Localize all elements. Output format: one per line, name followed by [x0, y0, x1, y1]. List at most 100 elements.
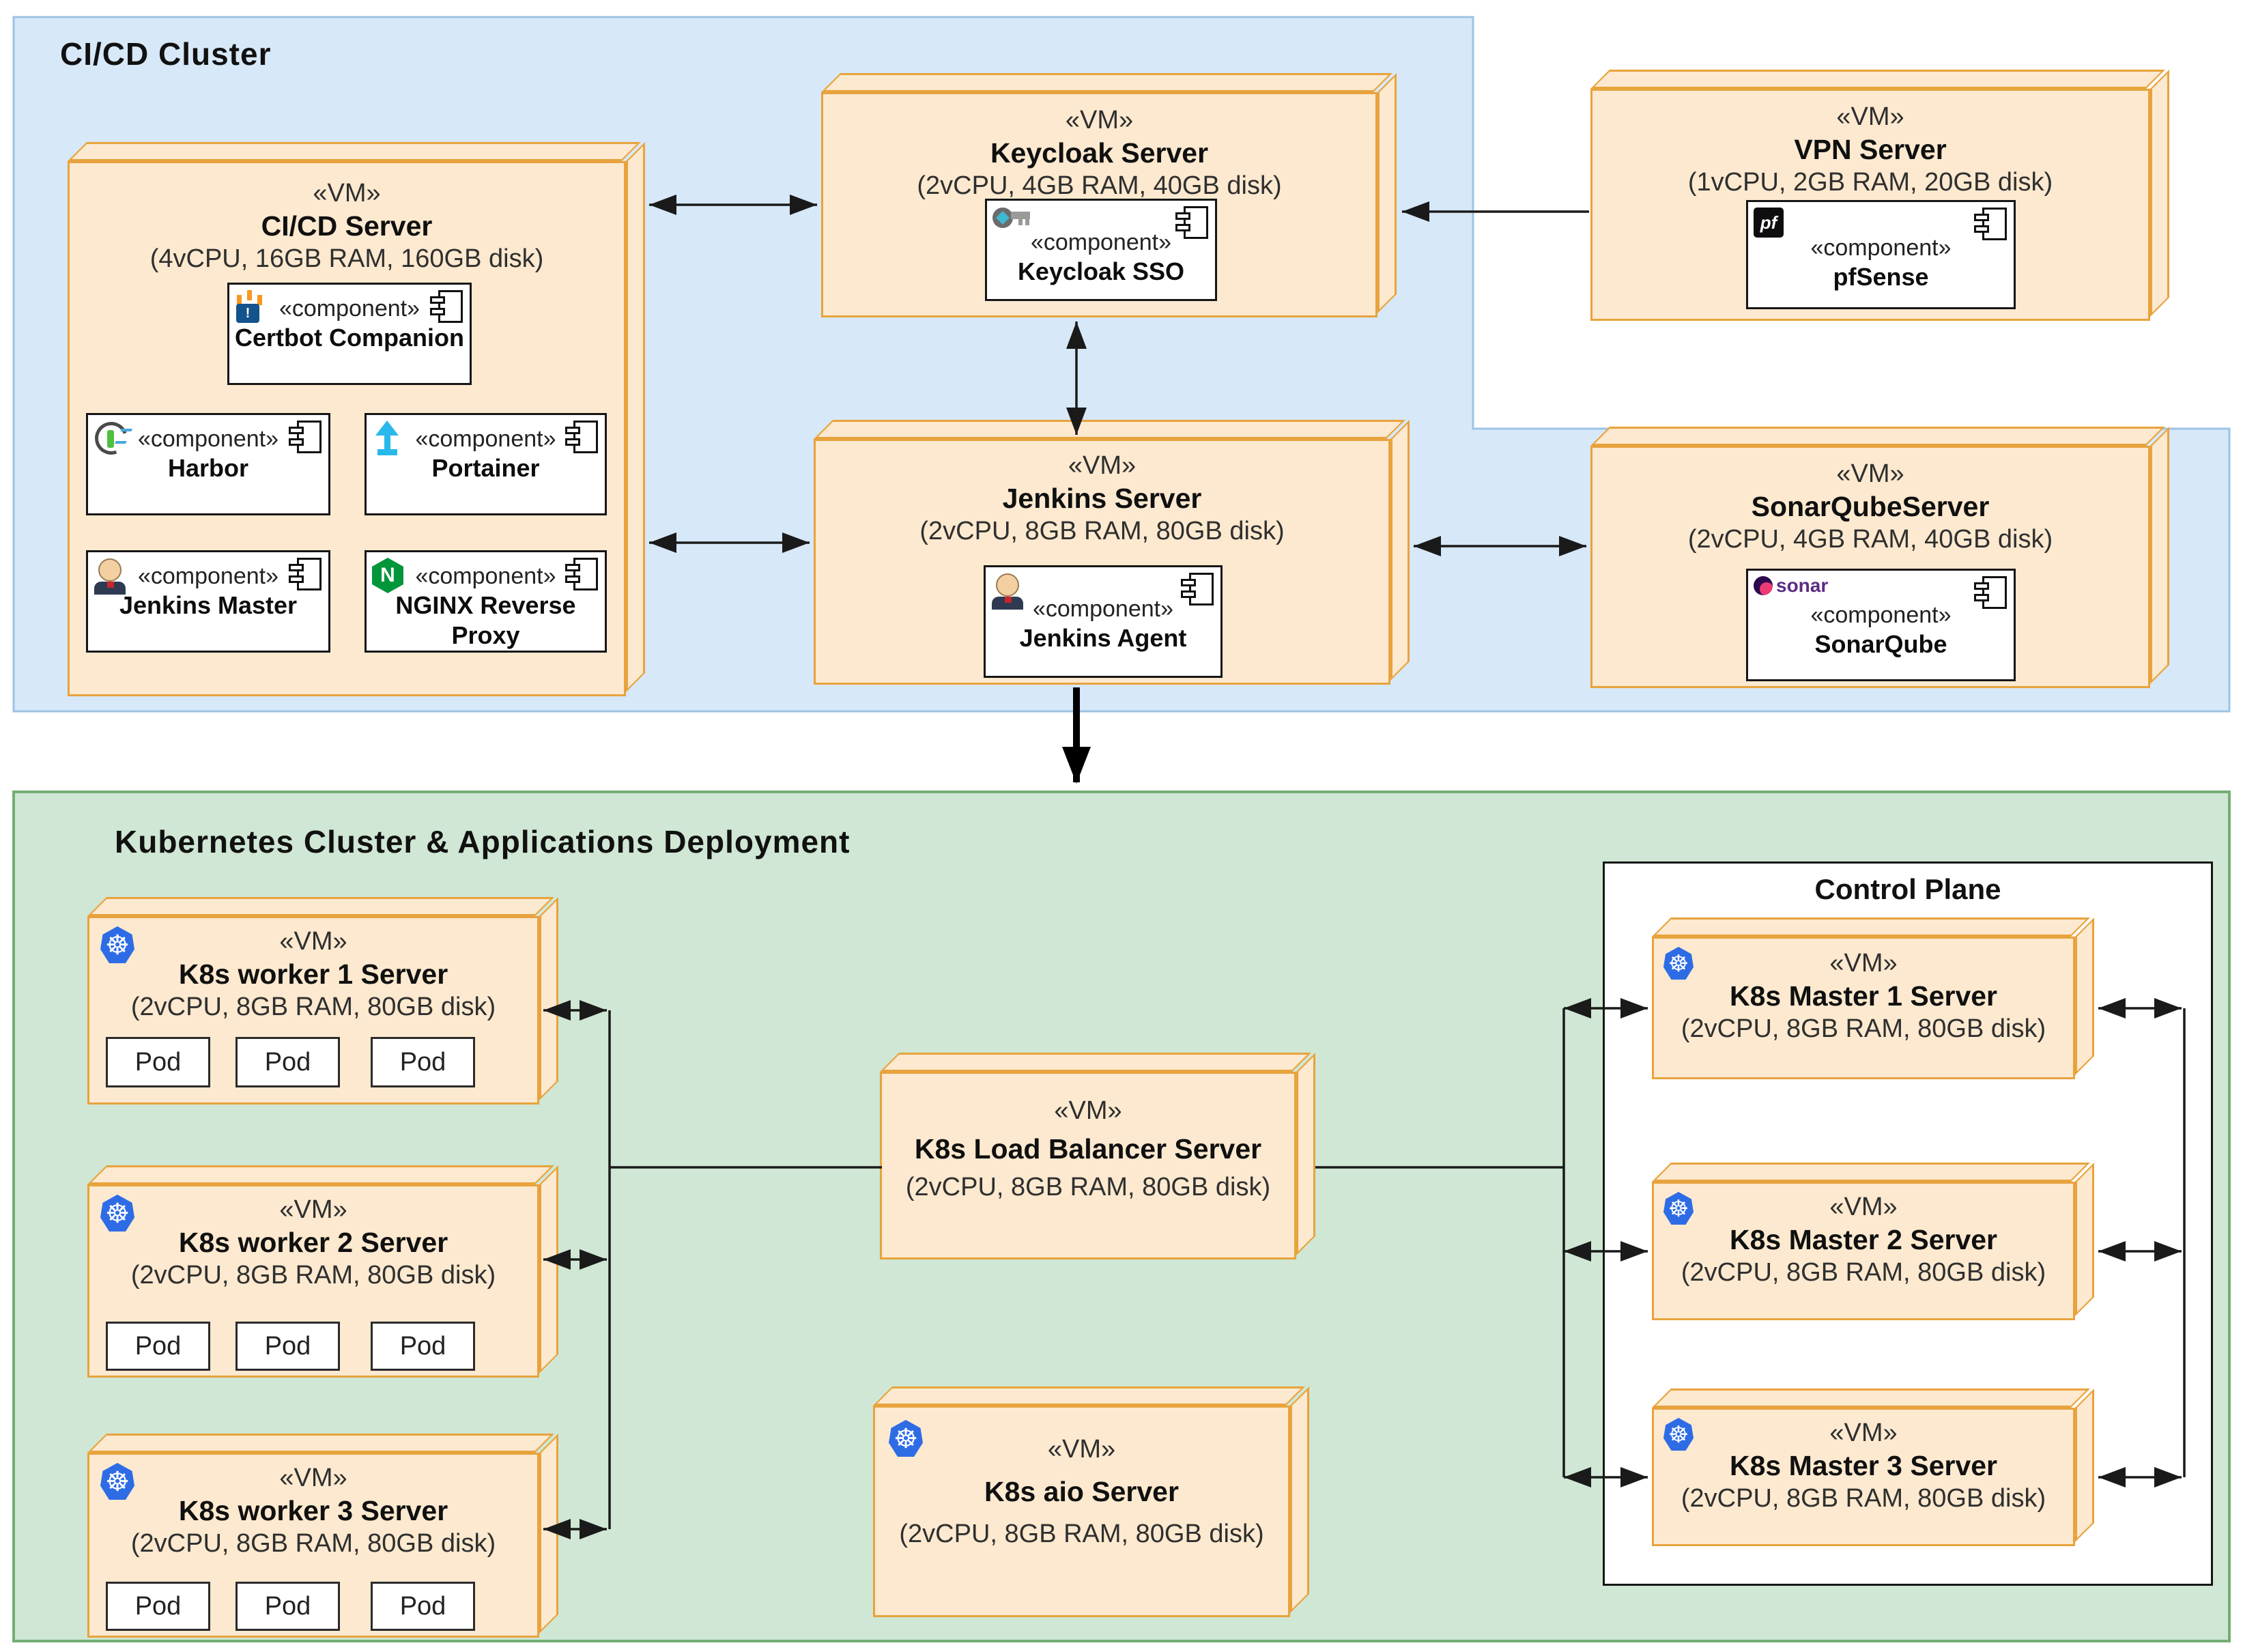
node-spec: (2vCPU, 8GB RAM, 80GB disk) [130, 1529, 496, 1558]
node-stereotype: «VM» [1836, 459, 1904, 488]
node-k8s-master-1: ☸ «VM» K8s Master 1 Server (2vCPU, 8GB R… [1652, 917, 2094, 1079]
pod: Pod [371, 1322, 475, 1371]
jenkins-butler-icon [94, 558, 128, 595]
node-spec: (2vCPU, 8GB RAM, 80GB disk) [130, 1261, 496, 1290]
component-nginx-reverse-proxy: «component» NGINX Reverse Proxy [365, 550, 607, 653]
component-portainer: «component» Portainer [365, 413, 607, 515]
node-cicd-top-face [68, 142, 641, 161]
node-stereotype: «VM» [279, 1464, 347, 1492]
node-keycloak-server: «VM» Keycloak Server (2vCPU, 4GB RAM, 40… [821, 73, 1397, 317]
node-spec: (2vCPU, 8GB RAM, 80GB disk) [905, 1173, 1271, 1201]
pod: Pod [235, 1322, 340, 1371]
node-spec: (2vCPU, 8GB RAM, 80GB disk) [919, 517, 1285, 545]
uml-component-icon [1181, 573, 1214, 606]
node-spec: (2vCPU, 8GB RAM, 80GB disk) [1681, 1014, 2046, 1043]
component-name: Jenkins Agent [1019, 624, 1187, 652]
node-spec: (2vCPU, 4GB RAM, 40GB disk) [1687, 525, 2053, 554]
node-k8s-worker-3: ☸ «VM» K8s worker 3 Server (2vCPU, 8GB R… [87, 1434, 558, 1638]
component-name: Keycloak SSO [1017, 257, 1185, 285]
node-name: K8s aio Server [984, 1476, 1179, 1507]
node-spec: (2vCPU, 8GB RAM, 80GB disk) [130, 993, 496, 1021]
node-sonarqube-server: «VM» SonarQubeServer (2vCPU, 4GB RAM, 40… [1590, 427, 2169, 688]
node-name: K8s Master 3 Server [1729, 1450, 1998, 1481]
certbot-icon [235, 290, 273, 326]
pod: Pod [235, 1037, 340, 1087]
uml-component-icon [1974, 208, 2007, 240]
node-name: CI/CD Server [261, 210, 433, 242]
component-name: SonarQube [1814, 630, 1947, 658]
node-k8s-worker-1: ☸ «VM» K8s worker 1 Server (2vCPU, 8GB R… [87, 897, 558, 1105]
node-jenkins-server: «VM» Jenkins Server (2vCPU, 8GB RAM, 80G… [814, 420, 1410, 685]
component-name: Jenkins Master [119, 591, 298, 619]
node-name: Keycloak Server [990, 137, 1209, 169]
component-harbor: «component» Harbor [86, 413, 330, 515]
node-stereotype: «VM» [1065, 106, 1134, 134]
pod: Pod [106, 1322, 210, 1371]
portainer-icon [372, 421, 402, 457]
keycloak-key-icon [992, 206, 1032, 231]
node-stereotype: «VM» [1054, 1096, 1122, 1125]
harbor-icon [89, 416, 133, 460]
node-k8s-load-balancer: «VM» K8s Load Balancer Server (2vCPU, 8G… [880, 1053, 1315, 1259]
node-vpn-server: «VM» VPN Server (1vCPU, 2GB RAM, 20GB di… [1590, 70, 2169, 321]
node-cicd-server: «VM» CI/CD Server (4vCPU, 16GB RAM, 160G… [68, 142, 645, 696]
component-name: NGINX Reverse Proxy [395, 591, 576, 649]
node-k8s-worker-2: ☸ «VM» K8s worker 2 Server (2vCPU, 8GB R… [87, 1165, 558, 1378]
node-name: K8s worker 3 Server [178, 1495, 448, 1526]
uml-component-icon [1175, 206, 1208, 239]
node-k8s-master-2: ☸ «VM» K8s Master 2 Server (2vCPU, 8GB R… [1652, 1163, 2094, 1320]
component-jenkins-master: «component» Jenkins Master [86, 550, 330, 653]
jenkins-butler-icon [991, 573, 1025, 610]
node-spec: (4vCPU, 16GB RAM, 160GB disk) [149, 244, 544, 273]
node-stereotype: «VM» [1068, 451, 1137, 480]
pod: Pod [106, 1037, 210, 1087]
control-plane-title: Control Plane [1814, 873, 2001, 905]
node-name: Jenkins Server [1002, 483, 1202, 514]
node-stereotype: «VM» [1047, 1435, 1116, 1464]
component-sonarqube: sonar «component» SonarQube [1746, 569, 2016, 681]
pod: Pod [235, 1582, 340, 1631]
node-name: VPN Server [1794, 134, 1947, 165]
uml-component-icon [289, 558, 322, 590]
node-stereotype: «VM» [279, 927, 347, 956]
uml-component-icon [565, 421, 598, 453]
pod: Pod [106, 1582, 210, 1631]
node-stereotype: «VM» [1829, 1193, 1898, 1221]
node-stereotype: «VM» [1829, 1419, 1898, 1447]
node-name: K8s worker 2 Server [178, 1227, 448, 1258]
component-jenkins-agent: «component» Jenkins Agent [984, 565, 1223, 678]
node-spec: (1vCPU, 2GB RAM, 20GB disk) [1687, 168, 2053, 197]
component-name: Certbot Companion [235, 324, 464, 352]
sonar-icon: sonar [1754, 576, 1828, 595]
node-stereotype: «VM» [279, 1195, 347, 1224]
component-pfsense: «component» pfSense [1746, 200, 2016, 309]
node-name: K8s worker 1 Server [178, 958, 448, 990]
component-keycloak-sso: «component» Keycloak SSO [985, 199, 1217, 301]
node-spec: (2vCPU, 8GB RAM, 80GB disk) [1681, 1258, 2046, 1287]
node-name: K8s Master 1 Server [1729, 980, 1998, 1012]
cicd-cluster-label: CI/CD Cluster [60, 36, 272, 72]
node-name: K8s Load Balancer Server [914, 1133, 1262, 1165]
pfsense-icon [1754, 208, 1784, 238]
component-name: pfSense [1833, 263, 1929, 291]
node-stereotype: «VM» [1836, 102, 1904, 131]
uml-component-icon [430, 290, 463, 323]
uml-component-icon [565, 558, 598, 590]
k8s-cluster-label: Kubernetes Cluster & Applications Deploy… [115, 824, 851, 859]
node-name: K8s Master 2 Server [1729, 1224, 1998, 1255]
component-name: Harbor [167, 454, 249, 482]
node-spec: (2vCPU, 8GB RAM, 80GB disk) [899, 1520, 1264, 1548]
node-stereotype: «VM» [313, 179, 381, 208]
uml-component-icon [289, 421, 322, 453]
node-stereotype: «VM» [1829, 949, 1898, 978]
node-name: SonarQubeServer [1751, 491, 1990, 522]
node-spec: (2vCPU, 4GB RAM, 40GB disk) [917, 171, 1282, 200]
component-certbot-companion: «component» Certbot Companion [227, 283, 472, 385]
uml-component-icon [1974, 576, 2007, 609]
pod: Pod [371, 1582, 475, 1631]
node-k8s-aio-server: ☸ «VM» K8s aio Server (2vCPU, 8GB RAM, 8… [873, 1386, 1309, 1617]
node-cicd-side-face [626, 142, 645, 692]
pod: Pod [371, 1037, 475, 1087]
node-k8s-master-3: ☸ «VM» K8s Master 3 Server (2vCPU, 8GB R… [1652, 1388, 2094, 1546]
